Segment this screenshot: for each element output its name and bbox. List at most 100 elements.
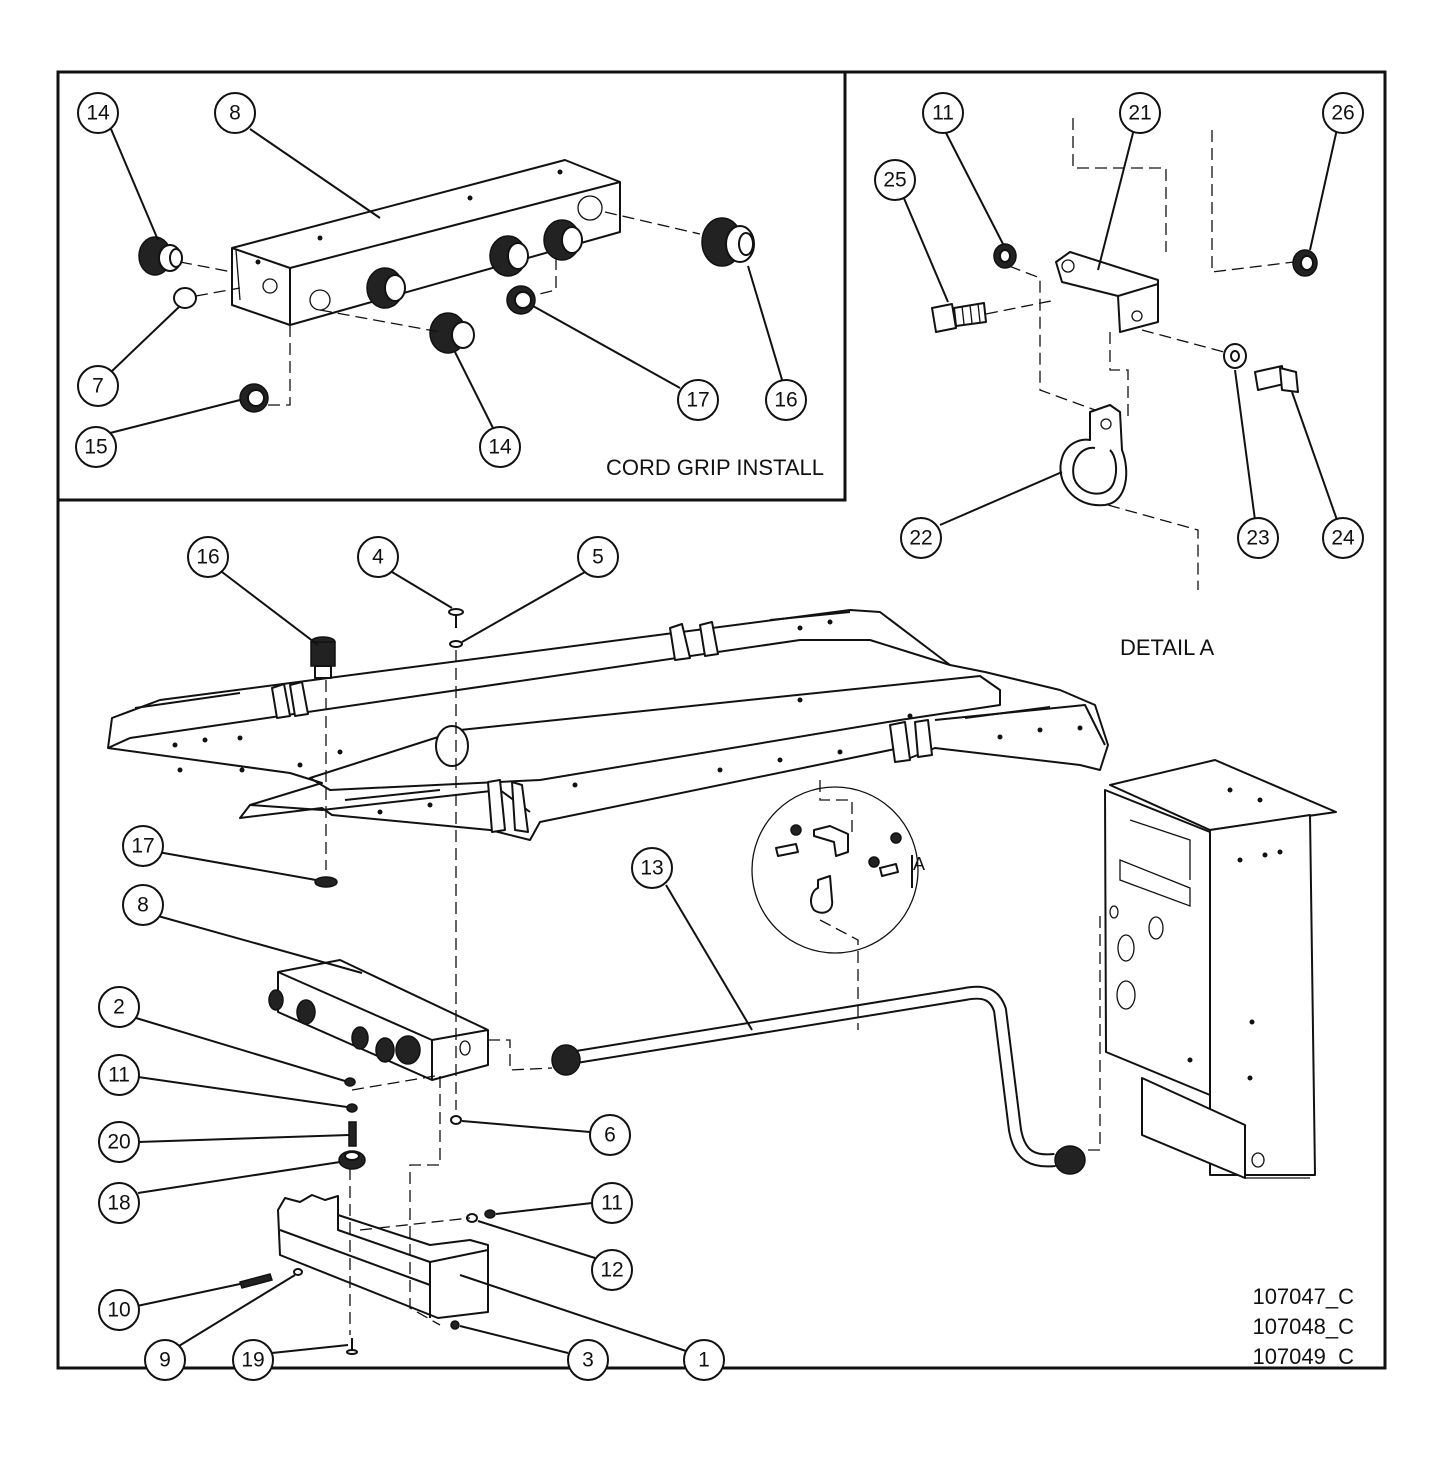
svg-text:7: 7 xyxy=(92,375,104,398)
balloon-6: 6 xyxy=(589,1114,631,1156)
da-balloon-25: 25 xyxy=(874,159,916,201)
balloon-2: 2 xyxy=(98,986,140,1028)
nut-26 xyxy=(1292,249,1318,277)
cord-grip-16-tray xyxy=(310,636,336,679)
tray-holes xyxy=(172,619,1083,815)
lock-nut-15 xyxy=(239,383,269,413)
cord-grip-fitting xyxy=(366,219,583,309)
junction-box-8 xyxy=(231,159,621,326)
screw-19 xyxy=(346,1338,358,1355)
washer-23 xyxy=(1223,343,1247,369)
balloon-20: 20 xyxy=(98,1121,140,1163)
document-number-1: 107047_C xyxy=(1252,1284,1354,1309)
balloon-4: 4 xyxy=(357,536,399,578)
cg-balloon-14-top: 14 xyxy=(77,92,119,134)
bracket-21 xyxy=(1055,251,1159,333)
screw-4 xyxy=(448,608,464,628)
balloon-13: 13 xyxy=(631,847,673,889)
washer-5 xyxy=(449,640,463,648)
balloon-16: 16 xyxy=(187,536,229,578)
svg-text:17: 17 xyxy=(686,389,709,412)
main-assembly: A xyxy=(107,571,1337,1355)
svg-text:13: 13 xyxy=(640,857,663,880)
svg-text:10: 10 xyxy=(107,1299,130,1322)
balloon-12: 12 xyxy=(591,1249,633,1291)
da-balloon-23: 23 xyxy=(1237,517,1279,559)
svg-text:11: 11 xyxy=(108,1064,130,1087)
detail-a-panel: DETAIL A xyxy=(902,118,1338,660)
svg-text:6: 6 xyxy=(604,1124,616,1147)
svg-text:12: 12 xyxy=(600,1259,623,1282)
svg-text:16: 16 xyxy=(774,389,797,412)
da-balloon-22: 22 xyxy=(900,517,942,559)
balloon-17: 17 xyxy=(122,825,164,867)
nut-11b xyxy=(484,1209,496,1219)
balloon-5: 5 xyxy=(577,536,619,578)
svg-text:11: 11 xyxy=(601,1192,623,1215)
cord-grip-install-title: CORD GRIP INSTALL xyxy=(606,455,824,480)
cg-balloon-7: 7 xyxy=(77,365,119,407)
conduit-13 xyxy=(551,985,1086,1175)
svg-text:9: 9 xyxy=(159,1349,171,1372)
svg-text:2: 2 xyxy=(113,996,125,1019)
nut-11 xyxy=(993,243,1017,269)
detail-a-callout: A xyxy=(751,780,925,1030)
da-balloon-24: 24 xyxy=(1322,517,1364,559)
svg-text:18: 18 xyxy=(107,1192,130,1215)
da-balloon-26: 26 xyxy=(1322,92,1364,134)
svg-text:17: 17 xyxy=(131,835,154,858)
balloon-19: 19 xyxy=(232,1339,274,1381)
svg-text:8: 8 xyxy=(137,894,149,917)
cord-grip-14-bottom xyxy=(429,312,475,354)
detail-callout-letter: A xyxy=(913,854,925,874)
detail-a-title: DETAIL A xyxy=(1120,635,1214,660)
document-number-3: 107049_C xyxy=(1252,1344,1354,1369)
svg-text:3: 3 xyxy=(582,1349,594,1372)
balloon-10: 10 xyxy=(98,1289,140,1331)
washer-12 xyxy=(466,1213,478,1223)
lock-nut-17 xyxy=(506,285,536,315)
svg-text:24: 24 xyxy=(1331,527,1355,550)
balloon-1: 1 xyxy=(683,1339,725,1381)
cg-balloon-8: 8 xyxy=(214,92,256,134)
washer-9 xyxy=(293,1268,303,1276)
junction-box-8-main xyxy=(268,959,489,1081)
nut-2 xyxy=(344,1077,356,1087)
bolt-25 xyxy=(931,302,987,333)
plug-7 xyxy=(173,287,197,309)
bolt-24 xyxy=(1254,365,1299,393)
svg-text:20: 20 xyxy=(107,1131,130,1154)
svg-text:19: 19 xyxy=(241,1349,264,1372)
svg-text:5: 5 xyxy=(592,546,604,569)
svg-text:26: 26 xyxy=(1331,102,1354,125)
cg-balloon-15: 15 xyxy=(75,426,117,468)
svg-text:8: 8 xyxy=(229,102,241,125)
balloon-18: 18 xyxy=(98,1182,140,1224)
cord-grip-panel: CORD GRIP INSTALL xyxy=(109,128,824,480)
cord-grip-14-top xyxy=(138,236,183,276)
clamp-22 xyxy=(1059,404,1128,507)
da-balloon-11: 11 xyxy=(922,92,964,134)
screw-10 xyxy=(239,1273,273,1289)
lock-nut-17-main xyxy=(314,876,338,888)
washer-6 xyxy=(450,1115,462,1125)
balloon-11b: 11 xyxy=(591,1182,633,1224)
balloon-3: 3 xyxy=(567,1339,609,1381)
control-box xyxy=(1104,759,1337,1179)
svg-text:11: 11 xyxy=(932,102,954,125)
balloon-8: 8 xyxy=(122,884,164,926)
svg-text:1: 1 xyxy=(698,1349,710,1372)
cg-balloon-16: 16 xyxy=(765,379,807,421)
svg-text:16: 16 xyxy=(196,546,219,569)
svg-text:14: 14 xyxy=(488,436,512,459)
balloon-11a: 11 xyxy=(98,1054,140,1096)
cg-balloon-17: 17 xyxy=(677,379,719,421)
balloon-9: 9 xyxy=(144,1339,186,1381)
mounting-tray xyxy=(107,609,1109,841)
svg-text:14: 14 xyxy=(86,102,110,125)
svg-text:22: 22 xyxy=(909,527,932,550)
cord-grip-16 xyxy=(701,217,755,267)
bracket-1 xyxy=(277,1194,489,1319)
svg-text:4: 4 xyxy=(372,546,384,569)
